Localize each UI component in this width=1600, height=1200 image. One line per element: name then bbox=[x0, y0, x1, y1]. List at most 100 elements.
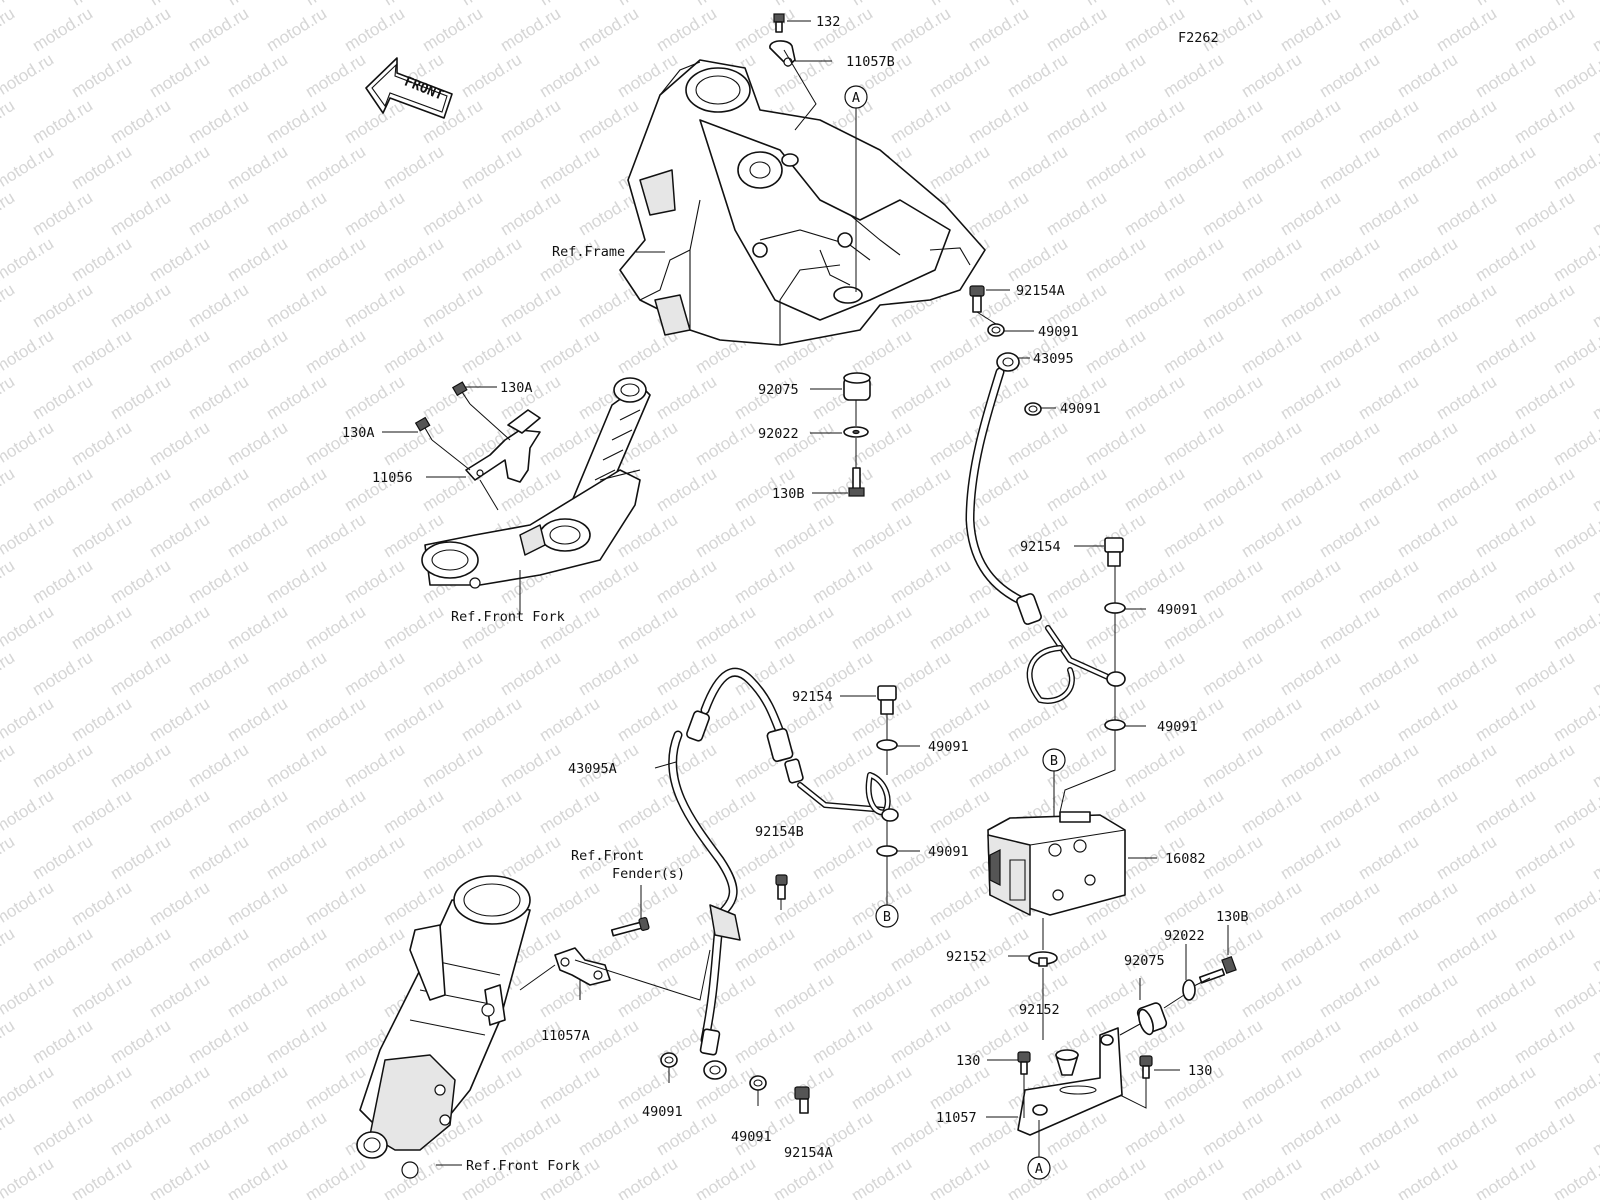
watermark-text: motod.ru bbox=[0, 694, 57, 746]
watermark-text: motod.ru bbox=[1472, 326, 1539, 378]
watermark-text: motod.ru bbox=[1238, 602, 1305, 654]
watermark-text: motod.ru bbox=[302, 786, 369, 838]
watermark-text: motod.ru bbox=[926, 326, 993, 378]
watermark-text: motod.ru bbox=[1238, 786, 1305, 838]
label-92154A-bottom: 92154A bbox=[784, 1145, 833, 1161]
watermark-text: motod.ru bbox=[926, 602, 993, 654]
watermark-text: motod.ru bbox=[1589, 372, 1600, 424]
watermark-text: motod.ru bbox=[29, 740, 96, 792]
watermark-text: motod.ru bbox=[341, 280, 408, 332]
watermark-text: motod.ru bbox=[1394, 786, 1461, 838]
watermark-text: motod.ru bbox=[575, 4, 642, 56]
watermark-text: motod.ru bbox=[107, 4, 174, 56]
watermark-text: motod.ru bbox=[380, 602, 447, 654]
watermark-text: motod.ru bbox=[965, 4, 1032, 56]
grommet-92152-b bbox=[1055, 1049, 1079, 1076]
watermark-text: motod.ru bbox=[1550, 878, 1600, 930]
watermark-text: motod.ru bbox=[185, 188, 252, 240]
watermark-text: motod.ru bbox=[68, 786, 135, 838]
watermark-text: motod.ru bbox=[1082, 326, 1149, 378]
watermark-text: motod.ru bbox=[1043, 96, 1110, 148]
watermark-text: motod.ru bbox=[692, 510, 759, 562]
watermark-text: motod.ru bbox=[1394, 510, 1461, 562]
watermark-text: motod.ru bbox=[1121, 464, 1188, 516]
watermark-text: motod.ru bbox=[185, 280, 252, 332]
watermark-text: motod.ru bbox=[926, 142, 993, 194]
watermark-text: motod.ru bbox=[1199, 1108, 1266, 1160]
watermark-text: motod.ru bbox=[1394, 602, 1461, 654]
watermark-text: motod.ru bbox=[575, 1108, 642, 1160]
watermark-text: motod.ru bbox=[185, 556, 252, 608]
watermark-text: motod.ru bbox=[965, 648, 1032, 700]
watermark-text: motod.ru bbox=[1082, 50, 1149, 102]
watermark-text: motod.ru bbox=[1277, 924, 1344, 976]
label-ref-frame: Ref.Frame bbox=[552, 244, 625, 260]
watermark-text: motod.ru bbox=[1316, 326, 1383, 378]
watermark-text: motod.ru bbox=[1316, 970, 1383, 1022]
watermark-text: motod.ru bbox=[1316, 786, 1383, 838]
watermark-text: motod.ru bbox=[1355, 280, 1422, 332]
watermark-text: motod.ru bbox=[1238, 1154, 1305, 1200]
watermark-text: motod.ru bbox=[224, 970, 291, 1022]
watermark-text: motod.ru bbox=[419, 648, 486, 700]
watermark-text: motod.ru bbox=[1316, 234, 1383, 286]
watermark-text: motod.ru bbox=[302, 142, 369, 194]
watermark-text: motod.ru bbox=[1394, 1154, 1461, 1200]
watermark-text: motod.ru bbox=[1355, 188, 1422, 240]
watermark-text: motod.ru bbox=[1433, 280, 1500, 332]
watermark-text: motod.ru bbox=[341, 648, 408, 700]
watermark-text: motod.ru bbox=[1316, 1062, 1383, 1114]
watermark-text: motod.ru bbox=[1550, 234, 1600, 286]
watermark-text: motod.ru bbox=[29, 1016, 96, 1068]
watermark-text: motod.ru bbox=[1511, 280, 1578, 332]
watermark-text: motod.ru bbox=[0, 372, 18, 424]
watermark-text: motod.ru bbox=[536, 694, 603, 746]
watermark-text: motod.ru bbox=[341, 372, 408, 424]
watermark-text: motod.ru bbox=[1238, 50, 1305, 102]
watermark-text: motod.ru bbox=[1004, 418, 1071, 470]
label-92154B: 92154B bbox=[755, 824, 804, 840]
label-92075-bottom: 92075 bbox=[1124, 953, 1165, 969]
watermark-text: motod.ru bbox=[1394, 326, 1461, 378]
watermark-text: motod.ru bbox=[887, 372, 954, 424]
watermark-text: motod.ru bbox=[1004, 142, 1071, 194]
marker-b-mid: B bbox=[875, 904, 899, 928]
watermark-text: motod.ru bbox=[614, 694, 681, 746]
washer-49091-b bbox=[1024, 402, 1042, 416]
label-49091-d: 49091 bbox=[1157, 719, 1198, 735]
bolt-92154B bbox=[775, 874, 788, 900]
watermark-text: motod.ru bbox=[770, 510, 837, 562]
watermark-text: motod.ru bbox=[1550, 326, 1600, 378]
watermark-text: motod.ru bbox=[146, 878, 213, 930]
watermark-text: motod.ru bbox=[185, 740, 252, 792]
watermark-text: motod.ru bbox=[1550, 418, 1600, 470]
watermark-text: motod.ru bbox=[224, 234, 291, 286]
watermark-text: motod.ru bbox=[419, 740, 486, 792]
marker-a-bottom-label: A bbox=[1035, 1161, 1043, 1177]
watermark-text: motod.ru bbox=[497, 188, 564, 240]
watermark-text: motod.ru bbox=[341, 4, 408, 56]
watermark-text: motod.ru bbox=[653, 372, 720, 424]
watermark-text: motod.ru bbox=[965, 96, 1032, 148]
watermark-text: motod.ru bbox=[263, 1016, 330, 1068]
watermark-text: motod.ru bbox=[302, 234, 369, 286]
watermark-text: motod.ru bbox=[29, 96, 96, 148]
watermark-text: motod.ru bbox=[1394, 694, 1461, 746]
frame-drawing bbox=[619, 59, 986, 346]
watermark-text: motod.ru bbox=[1550, 1062, 1600, 1114]
label-43095: 43095 bbox=[1033, 351, 1074, 367]
watermark-text: motod.ru bbox=[1082, 1154, 1149, 1200]
label-ref-front-fender-2: Fender(s) bbox=[612, 866, 685, 882]
watermark-text: motod.ru bbox=[1043, 556, 1110, 608]
watermark-text: motod.ru bbox=[1277, 832, 1344, 884]
watermark-text: motod.ru bbox=[1550, 510, 1600, 562]
watermark-text: motod.ru bbox=[146, 234, 213, 286]
watermark-text: motod.ru bbox=[1355, 1108, 1422, 1160]
watermark-text: motod.ru bbox=[341, 832, 408, 884]
watermark-text: motod.ru bbox=[29, 280, 96, 332]
label-92154-right: 92154 bbox=[1020, 539, 1061, 555]
watermark-text: motod.ru bbox=[1004, 50, 1071, 102]
watermark-text: motod.ru bbox=[497, 740, 564, 792]
watermark-text: motod.ru bbox=[1472, 786, 1539, 838]
watermark-text: motod.ru bbox=[29, 648, 96, 700]
